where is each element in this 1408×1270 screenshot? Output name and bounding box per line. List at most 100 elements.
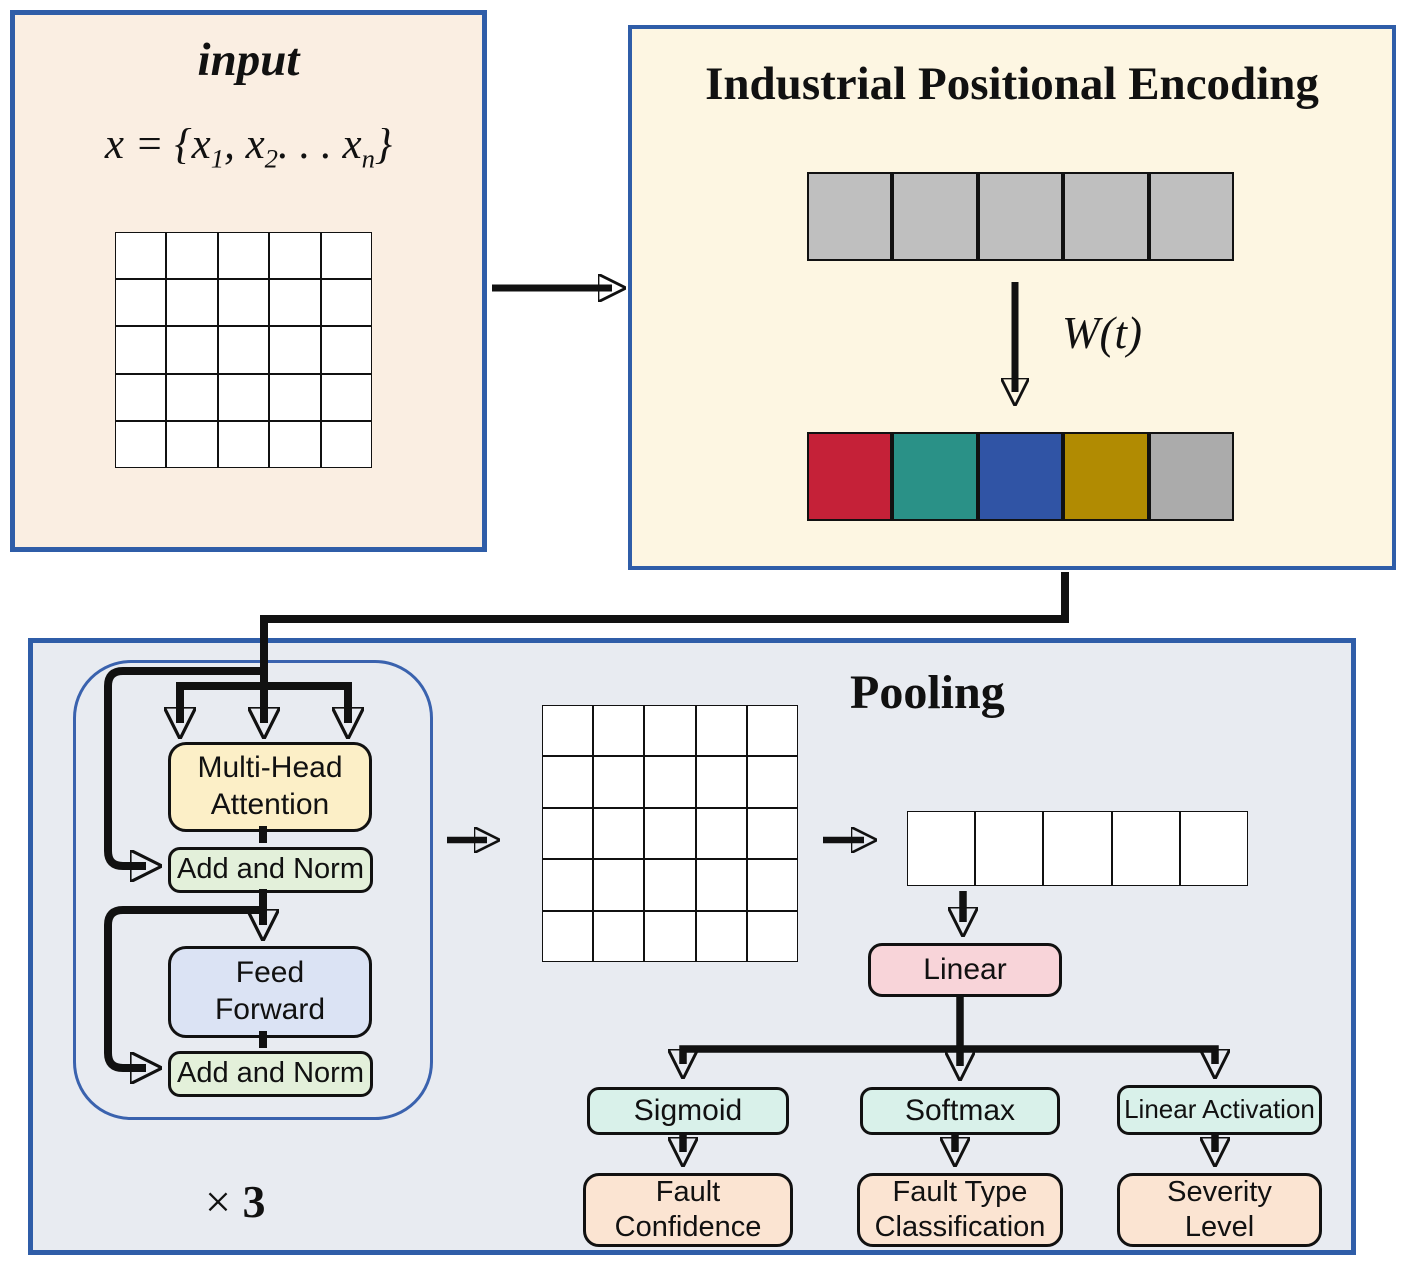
unencoded-token-cell [977, 172, 1064, 261]
fault-type-line1: Fault Type [892, 1175, 1028, 1208]
formula-sub2: 2 [264, 143, 278, 174]
formula-dots: . . . x [278, 121, 362, 168]
input-grid-cell [115, 420, 167, 468]
fault-confidence-line2: Confidence [614, 1211, 762, 1243]
linear-label: Linear [923, 952, 1007, 986]
feature-grid-cell [644, 756, 696, 808]
positional-encoding-panel: Industrial Positional Encoding W(t) [628, 25, 1396, 570]
feature-grid-cell [542, 910, 594, 962]
severity-level-output-box: Severity Level [1117, 1173, 1322, 1247]
feature-grid-cell [695, 859, 747, 911]
encoded-token-cell [807, 432, 893, 521]
formula-lead: x = {x [104, 121, 211, 168]
feature-grid-cell [644, 705, 696, 757]
encoded-token-cell [1063, 432, 1149, 521]
input-grid-cell [269, 279, 321, 327]
feed-forward-box: Feed Forward [168, 946, 372, 1038]
encoded-token-row [807, 432, 1234, 521]
feature-grid-cell [593, 756, 645, 808]
feature-grid-cell [746, 807, 798, 860]
input-panel: input x = {x1, x2. . . xn} [10, 10, 487, 552]
unencoded-token-row [807, 172, 1234, 261]
pooled-vector-cell [1179, 811, 1248, 886]
input-grid-cell [115, 232, 167, 280]
input-grid-cell [166, 232, 218, 280]
feature-grid-cell [593, 859, 645, 911]
feature-grid-cell [593, 910, 645, 962]
feature-grid-cell [695, 705, 747, 757]
feature-grid-cell [593, 705, 645, 757]
encoded-token-cell [892, 432, 978, 521]
pooled-vector-cell [907, 811, 976, 886]
fault-type-output-box: Fault Type Classification [857, 1173, 1063, 1247]
input-grid-cell [269, 326, 321, 374]
feature-grid-cell [644, 807, 696, 860]
linear-activation-label: Linear Activation [1124, 1094, 1315, 1125]
unencoded-token-cell [807, 172, 893, 261]
multi-head-attention-box: Multi-Head Attention [168, 742, 372, 832]
input-grid-cell [217, 232, 270, 280]
formula-sub1: 1 [210, 143, 225, 174]
mha-label-line1: Multi-Head [197, 751, 343, 785]
feature-grid-cell [542, 705, 594, 757]
feature-grid-cell [542, 859, 594, 911]
input-panel-title: input [197, 34, 300, 86]
feature-grid-cell [746, 756, 798, 808]
input-grid-cell [115, 373, 167, 421]
pooled-vector-row [907, 811, 1248, 886]
input-grid-cell [320, 373, 372, 421]
repeat-count: 3 [242, 1176, 266, 1227]
weight-function-label: W(t) [1062, 308, 1142, 358]
input-token-grid [115, 232, 372, 468]
mha-label-line2: Attention [210, 788, 330, 821]
feature-grid-cell [695, 807, 747, 860]
input-grid-cell [166, 373, 218, 421]
feature-grid-cell [542, 756, 594, 808]
positional-encoding-title: Industrial Positional Encoding [705, 58, 1319, 110]
feature-grid-cell [695, 756, 747, 808]
feature-grid-cell [746, 859, 798, 911]
severity-line2: Level [1184, 1211, 1255, 1243]
input-grid-cell [217, 420, 270, 468]
sigmoid-label: Sigmoid [633, 1093, 743, 1127]
feature-grid-cell [542, 807, 594, 860]
addnorm1-label: Add and Norm [177, 853, 364, 886]
linear-activation-box: Linear Activation [1117, 1085, 1322, 1135]
transformer-encoder-block [73, 660, 433, 1120]
input-grid-cell [320, 420, 372, 468]
input-grid-cell [217, 373, 270, 421]
input-grid-cell [269, 373, 321, 421]
softmax-label: Softmax [904, 1093, 1016, 1127]
feature-grid-cell [644, 859, 696, 911]
add-and-norm-box-1: Add and Norm [168, 847, 373, 893]
input-grid-cell [115, 326, 167, 374]
formula-subn: n [361, 143, 375, 174]
fault-type-line2: Classification [874, 1211, 1046, 1243]
input-formula: x = {x1, x2. . . xn} [15, 120, 482, 175]
pooled-vector-cell [1111, 811, 1180, 886]
input-grid-cell [166, 279, 218, 327]
encoded-token-cell [1148, 432, 1234, 521]
softmax-activation-box: Softmax [860, 1087, 1060, 1135]
encoded-token-cell [977, 432, 1064, 521]
feature-grid-cell [746, 910, 798, 962]
feature-grid-cell [695, 910, 747, 962]
feature-grid-cell [593, 807, 645, 860]
feature-grid-cell [644, 910, 696, 962]
pooled-vector-cell [1043, 811, 1112, 886]
unencoded-token-cell [892, 172, 978, 261]
input-grid-cell [166, 326, 218, 374]
pooling-title: Pooling [850, 666, 1005, 719]
input-grid-cell [320, 279, 372, 327]
input-grid-cell [320, 232, 372, 280]
feature-grid-cell [746, 705, 798, 757]
ff-label-line2: Forward [214, 993, 326, 1026]
input-grid-cell [217, 326, 270, 374]
times-symbol: × [205, 1176, 231, 1227]
unencoded-token-cell [1063, 172, 1149, 261]
input-grid-cell [217, 279, 270, 327]
sigmoid-activation-box: Sigmoid [587, 1087, 789, 1135]
input-grid-cell [269, 232, 321, 280]
input-grid-cell [166, 420, 218, 468]
